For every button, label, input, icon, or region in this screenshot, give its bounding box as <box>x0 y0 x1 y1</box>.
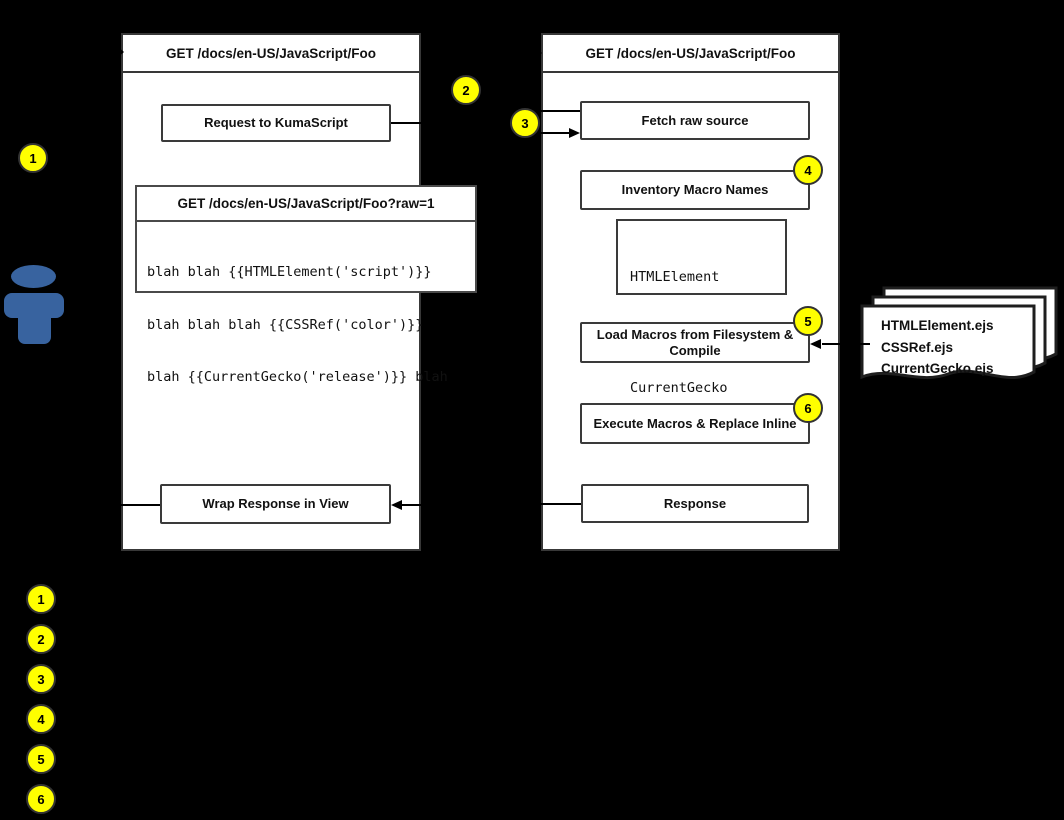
request-to-kumascript-box: Request to KumaScript <box>161 104 391 142</box>
kuma-panel-title: GET /docs/en-US/JavaScript/Foo <box>123 35 419 73</box>
legend-marker-1: 1 <box>26 584 56 614</box>
legend-marker-4: 4 <box>26 704 56 734</box>
code-line: blah {{CurrentGecko('release')}} blah <box>147 369 448 385</box>
raw-request-title: GET /docs/en-US/JavaScript/Foo?raw=1 <box>137 187 475 222</box>
raw-request-code: blah blah {{HTMLElement('script')}} blah… <box>137 222 475 422</box>
connector-wrap-out <box>121 504 160 506</box>
inventory-macro-names-box: Inventory Macro Names <box>580 170 810 210</box>
macro-names-list-box: HTMLElement CSSRef CurrentGecko <box>616 219 787 396</box>
wrap-response-box: Wrap Response in View <box>160 484 391 524</box>
raw-request-box: GET /docs/en-US/JavaScript/Foo?raw=1 bla… <box>135 185 477 385</box>
connector-response-out <box>541 503 581 505</box>
macro-files-labels: HTMLElement.ejs CSSRef.ejs CurrentGecko.… <box>881 315 1041 380</box>
step-marker-4: 4 <box>793 155 823 185</box>
code-line: blah blah {{HTMLElement('script')}} <box>147 264 432 280</box>
connector-fetch-return <box>541 110 580 112</box>
fetch-raw-source-box: Fetch raw source <box>580 101 810 140</box>
macro-file-name: HTMLElement.ejs <box>881 318 994 333</box>
connector-files-to-load <box>822 343 870 345</box>
arrowhead-right-icon <box>569 128 580 138</box>
execute-macros-box: Execute Macros & Replace Inline <box>580 403 810 444</box>
macro-name: HTMLElement <box>630 269 720 285</box>
macro-file-name: CurrentGecko.ejs <box>881 361 994 376</box>
step-marker-5: 5 <box>793 306 823 336</box>
user-icon-torso <box>18 315 51 344</box>
load-macros-box: Load Macros from Filesystem & Compile <box>580 322 810 363</box>
connector-response-to-wrap <box>401 504 421 506</box>
step-marker-3: 3 <box>510 108 540 138</box>
connector-request-out <box>391 122 421 124</box>
panel-entry-tick-icon <box>117 46 124 58</box>
macro-file-name: CSSRef.ejs <box>881 339 954 355</box>
legend-marker-6: 6 <box>26 784 56 814</box>
user-icon-shoulders <box>4 293 64 318</box>
connector-fetch-in <box>541 132 570 134</box>
kumascript-panel-title: GET /docs/en-US/JavaScript/Foo <box>543 35 838 73</box>
step-marker-2: 2 <box>451 75 481 105</box>
arrowhead-left-icon <box>391 500 402 510</box>
user-icon-head <box>11 265 56 288</box>
step-marker-1: 1 <box>18 143 48 173</box>
legend-marker-5: 5 <box>26 744 56 774</box>
macro-file-sheet-front <box>860 304 1036 380</box>
panel-entry-tick-icon <box>535 47 542 59</box>
legend-marker-2: 2 <box>26 624 56 654</box>
arrowhead-left-icon <box>810 339 821 349</box>
macro-files-stack <box>860 286 1058 380</box>
macro-name: CurrentGecko <box>630 380 728 396</box>
response-box: Response <box>581 484 809 523</box>
code-line: blah blah blah {{CSSRef('color')}} <box>147 316 424 333</box>
legend-marker-3: 3 <box>26 664 56 694</box>
step-marker-6: 6 <box>793 393 823 423</box>
